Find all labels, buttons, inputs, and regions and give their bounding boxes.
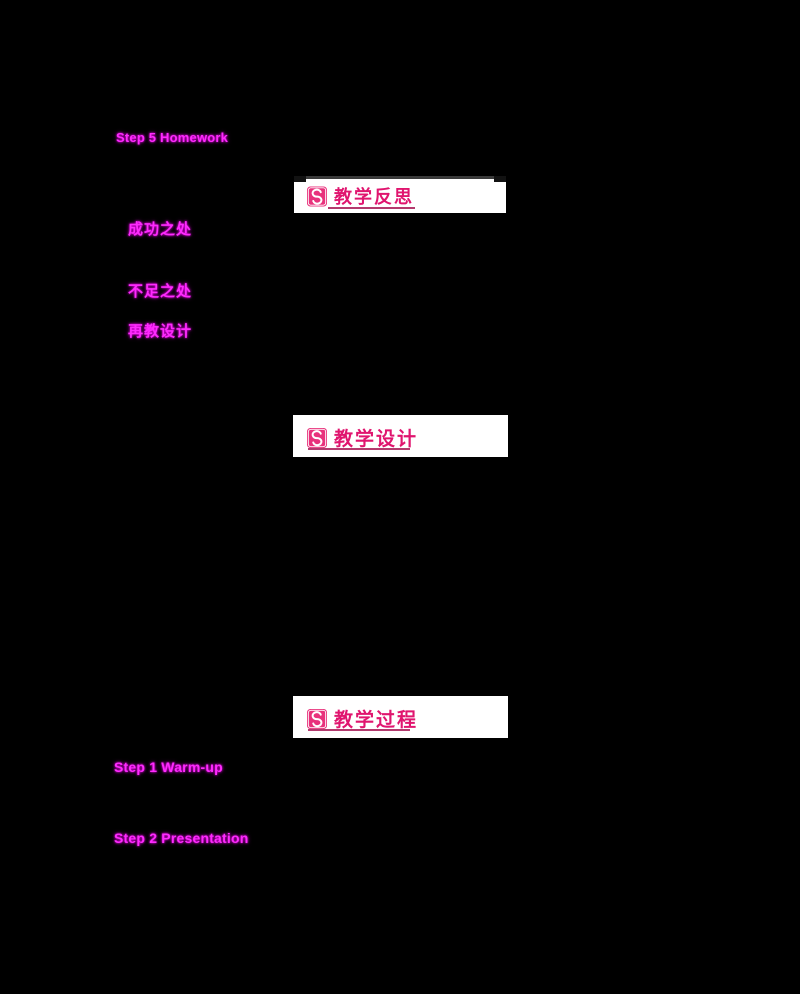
banner-top-strip <box>294 176 506 179</box>
swirl-logo-icon <box>307 427 327 449</box>
banner-title-process: 教学过程 <box>334 710 419 731</box>
banner-title-design: 教学设计 <box>334 429 419 450</box>
swirl-logo-icon <box>307 708 327 730</box>
reflection-item-success: 成功之处 <box>128 221 193 238</box>
step-heading-presentation: Step 2 Presentation <box>114 830 249 846</box>
step-heading-warmup: Step 1 Warm-up <box>114 759 223 775</box>
banner-teaching-reflection: 教学反思 <box>294 176 506 213</box>
swirl-logo-icon <box>307 186 327 207</box>
banner-underline <box>308 448 410 450</box>
banner-teaching-process: 教学过程 <box>293 696 508 738</box>
banner-teaching-design: 教学设计 <box>293 415 508 457</box>
banner-underline <box>308 729 410 731</box>
step-heading-homework: Step 5 Homework <box>116 130 229 145</box>
banner-corner-nub-right <box>494 176 506 182</box>
banner-corner-nub-left <box>294 176 306 182</box>
reflection-item-redesign: 再教设计 <box>128 323 193 340</box>
banner-title-reflection: 教学反思 <box>334 187 414 207</box>
banner-underline <box>328 207 415 209</box>
reflection-item-shortcoming: 不足之处 <box>128 283 193 300</box>
